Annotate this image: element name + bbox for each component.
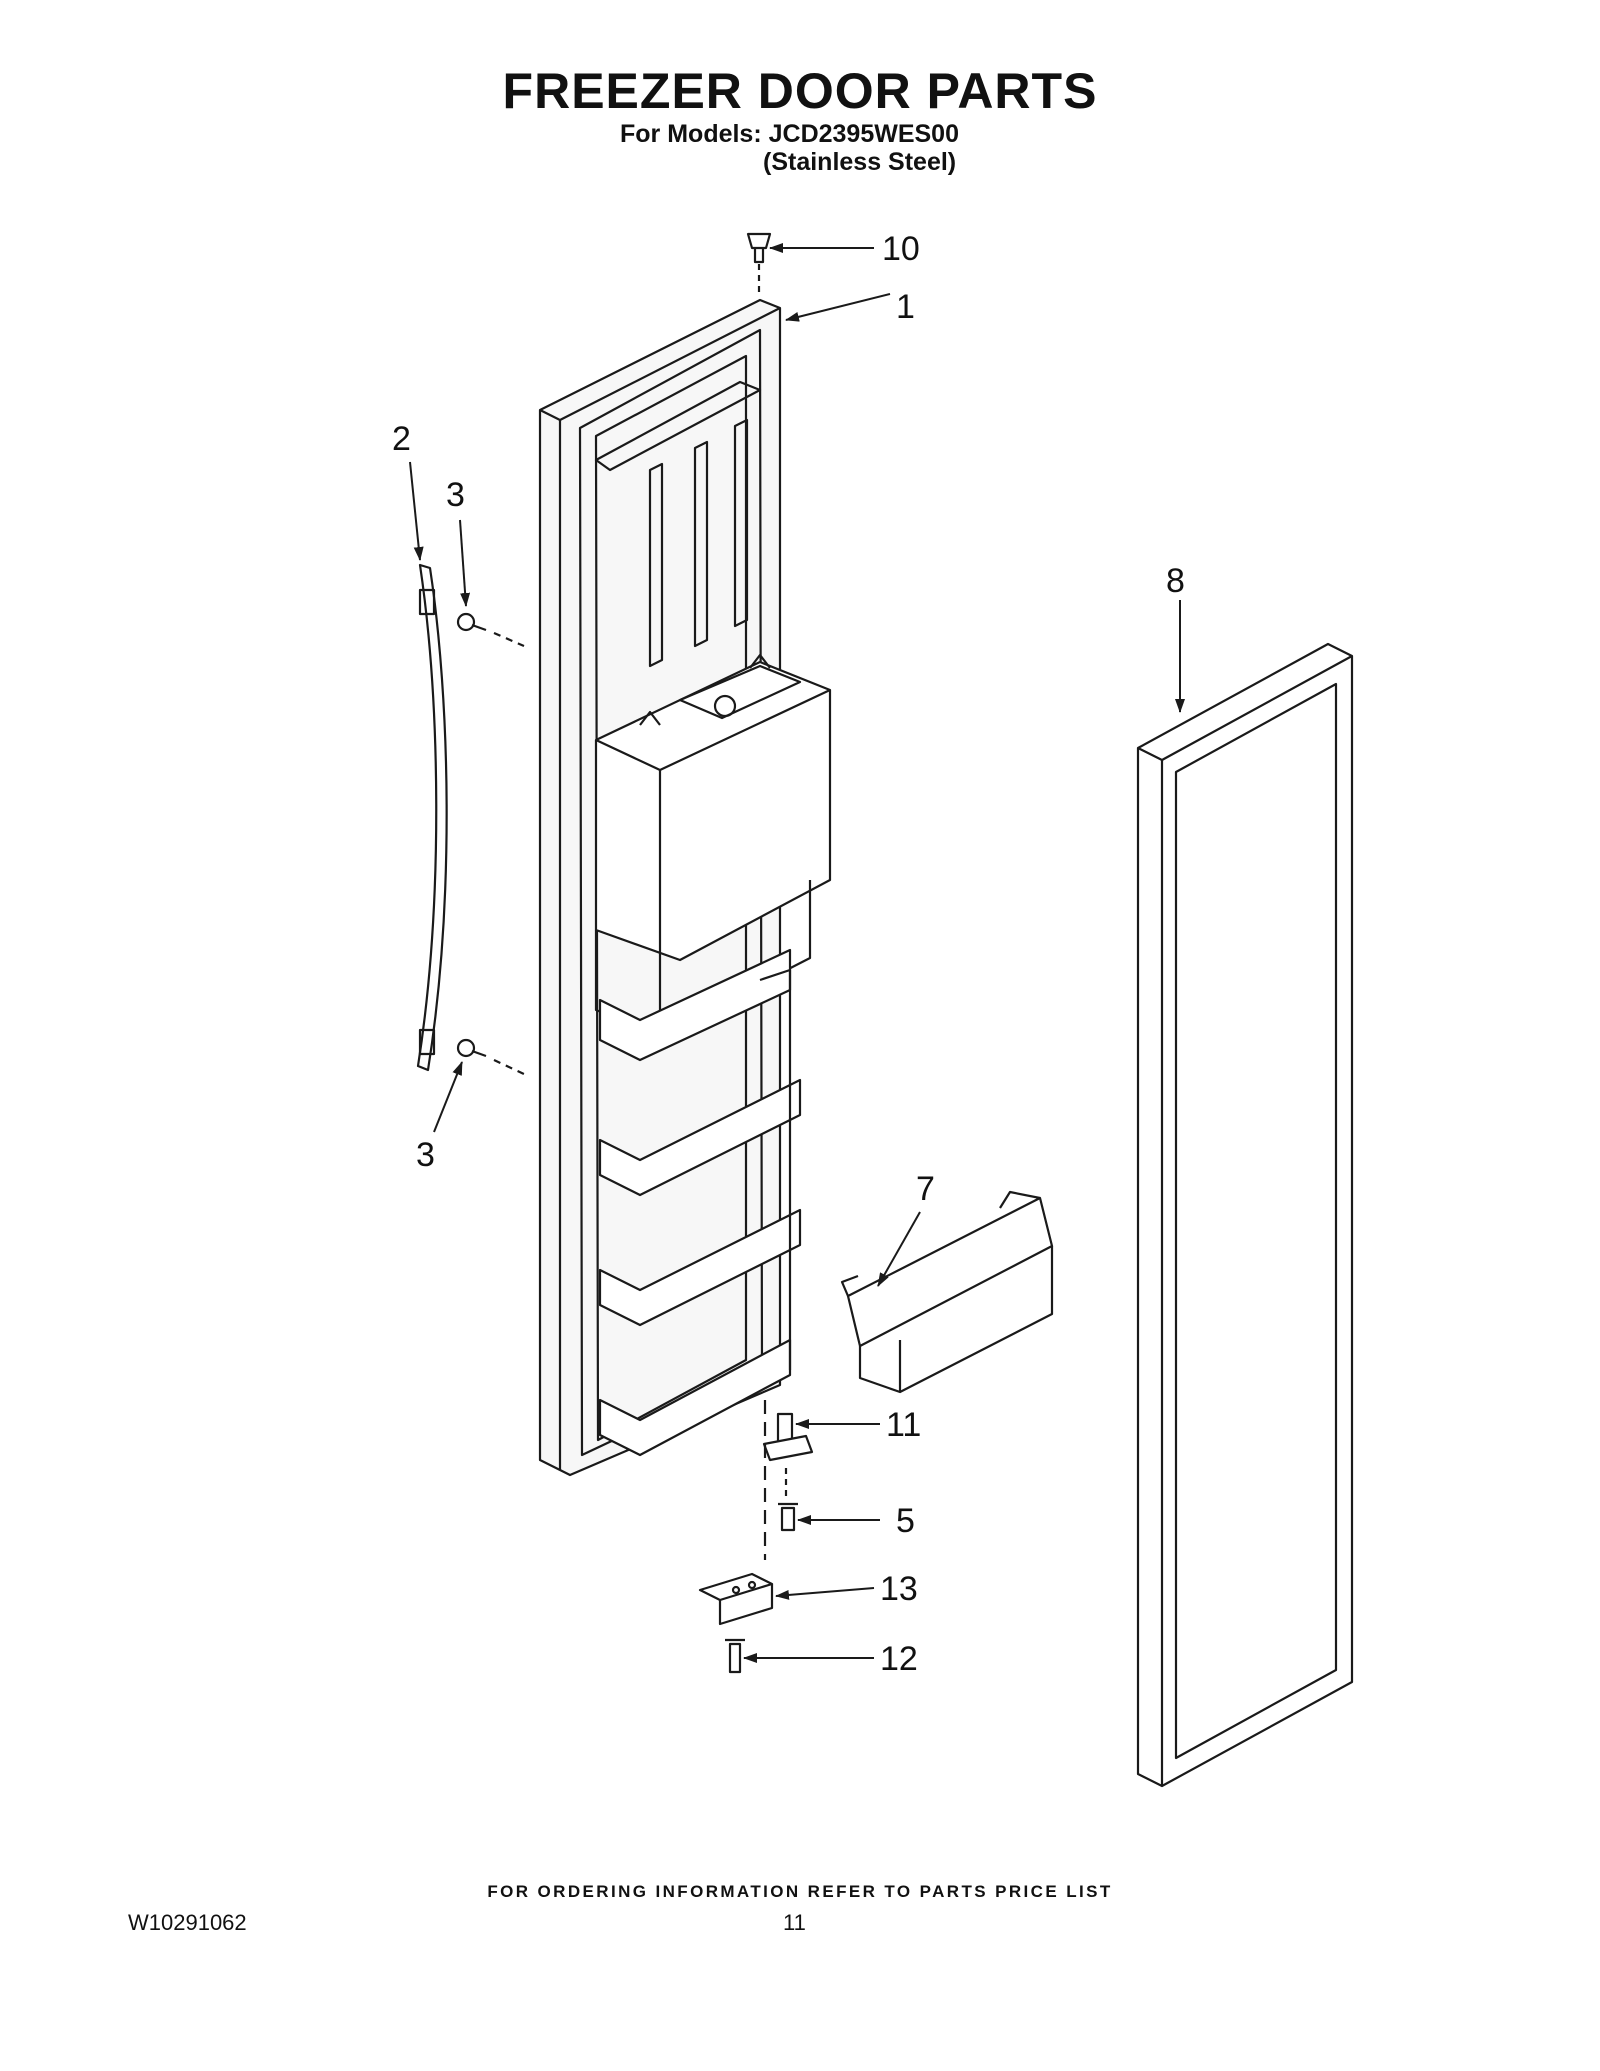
part-13-hinge-bracket (698, 1572, 774, 1626)
leader-3-lower (433, 1061, 463, 1133)
leader-1 (785, 293, 891, 322)
part-3-screw-lower (456, 1038, 525, 1075)
part-11-hinge-pin (762, 1400, 814, 1560)
page-title: FREEZER DOOR PARTS (502, 63, 1098, 119)
leader-7 (877, 1211, 921, 1287)
callout-7: 7 (916, 1170, 935, 1208)
callout-13: 13 (880, 1570, 918, 1608)
models-line: For Models: JCD2395WES00 (620, 120, 959, 148)
part-12-screw (725, 1638, 745, 1674)
ordering-note: FOR ORDERING INFORMATION REFER TO PARTS … (487, 1882, 1113, 1901)
part-1-door-assembly (538, 298, 832, 1477)
part-8-door-gasket (1136, 642, 1354, 1788)
callout-10: 10 (882, 230, 920, 268)
finish-line: (Stainless Steel) (763, 148, 957, 176)
callout-2: 2 (392, 420, 411, 458)
callout-1: 1 (896, 288, 915, 326)
part-5-screw (778, 1502, 798, 1532)
page-number: 11 (783, 1910, 806, 1935)
part-7-door-bin (840, 1190, 1054, 1394)
leader-3-upper (459, 519, 471, 607)
part-3-screw-upper (456, 612, 525, 648)
callout-12: 12 (880, 1640, 918, 1678)
callout-3-lower: 3 (416, 1136, 435, 1174)
callout-3-upper: 3 (446, 476, 465, 514)
leader-13 (775, 1587, 875, 1600)
callout-8: 8 (1166, 562, 1185, 600)
callout-5: 5 (896, 1502, 915, 1540)
leader-2 (409, 461, 424, 561)
callout-11: 11 (886, 1406, 921, 1444)
document-number: W10291062 (128, 1910, 247, 1935)
part-2-handle-trim (416, 563, 448, 1072)
part-10-plug (746, 232, 772, 295)
